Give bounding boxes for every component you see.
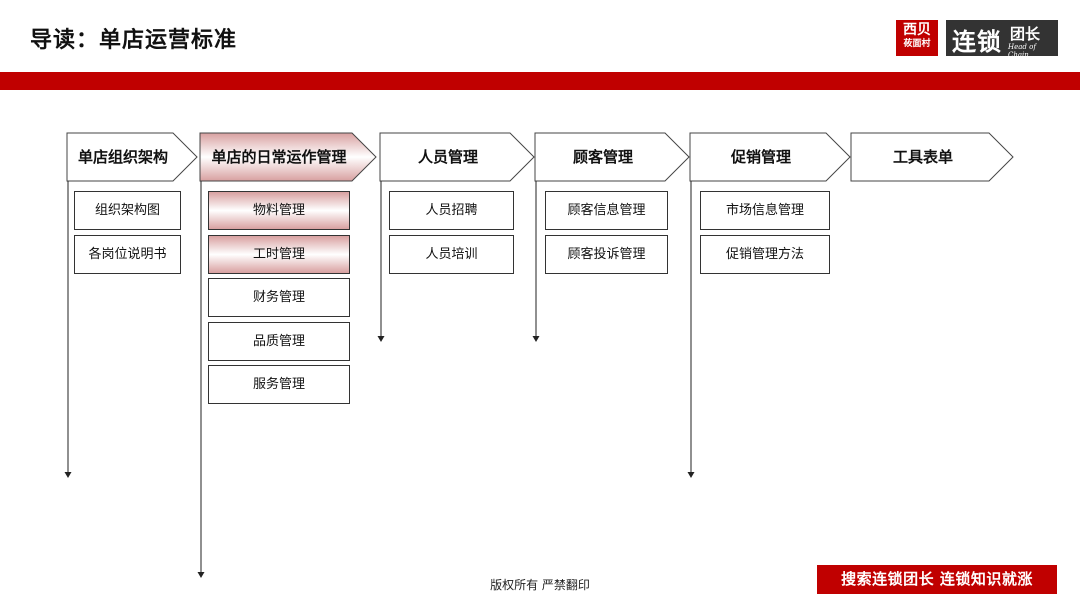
- item-box: 财务管理: [208, 278, 350, 317]
- chain-logo-small: 团长: [1010, 25, 1041, 43]
- column-timeline-arrowhead-2: [197, 572, 205, 578]
- item-box: 人员招聘: [389, 191, 514, 230]
- chain-logo-tiny: Head of Chain: [1008, 43, 1036, 59]
- xibei-logo-line1: 西贝: [903, 22, 931, 38]
- item-box: 组织架构图: [74, 191, 181, 230]
- item-box: 人员培训: [389, 234, 514, 274]
- column-header-arrow-3: [379, 132, 535, 182]
- header-red-band: [0, 72, 1080, 90]
- copyright-text: 版权所有 严禁翻印: [490, 578, 590, 592]
- item-box: 品质管理: [208, 321, 350, 361]
- item-box: 顾客投诉管理: [545, 234, 668, 274]
- column-title: 单店的日常运作管理: [211, 148, 347, 166]
- column-header-arrow-1: [66, 132, 198, 182]
- item-box: 市场信息管理: [700, 191, 830, 230]
- item-box: 顾客信息管理: [545, 191, 668, 230]
- column-title: 顾客管理: [572, 148, 633, 166]
- column-header-arrow-6: [850, 132, 1014, 182]
- column-header-arrow-2: [199, 132, 377, 182]
- column-title: 促销管理: [730, 148, 791, 166]
- chain-leader-logo: 连锁 团长 Head of Chain: [946, 20, 1058, 59]
- item-box: 工时管理: [208, 234, 350, 274]
- column-timeline-arrowhead-5: [687, 472, 695, 478]
- page-title: 导读：单店运营标准: [30, 28, 238, 53]
- item-box: 各岗位说明书: [74, 234, 181, 274]
- item-box: 促销管理方法: [700, 234, 830, 274]
- column-timeline-arrowhead-1: [64, 472, 72, 478]
- slogan-banner: 搜索连锁团长 连锁知识就涨: [817, 565, 1057, 594]
- column-title: 单店组织架构: [77, 148, 168, 166]
- item-box: 物料管理: [208, 191, 350, 230]
- column-header-arrow-4: [534, 132, 690, 182]
- xibei-logo: 西贝 莜面村: [896, 20, 938, 56]
- column-title: 工具表单: [892, 148, 953, 166]
- column-timeline-arrowhead-4: [532, 336, 540, 342]
- column-timeline-arrowhead-3: [377, 336, 385, 342]
- item-box: 服务管理: [208, 365, 350, 404]
- column-title: 人员管理: [417, 148, 478, 166]
- xibei-logo-line2: 莜面村: [903, 39, 931, 49]
- column-header-arrow-5: [689, 132, 851, 182]
- chain-logo-big: 连锁: [952, 28, 1002, 56]
